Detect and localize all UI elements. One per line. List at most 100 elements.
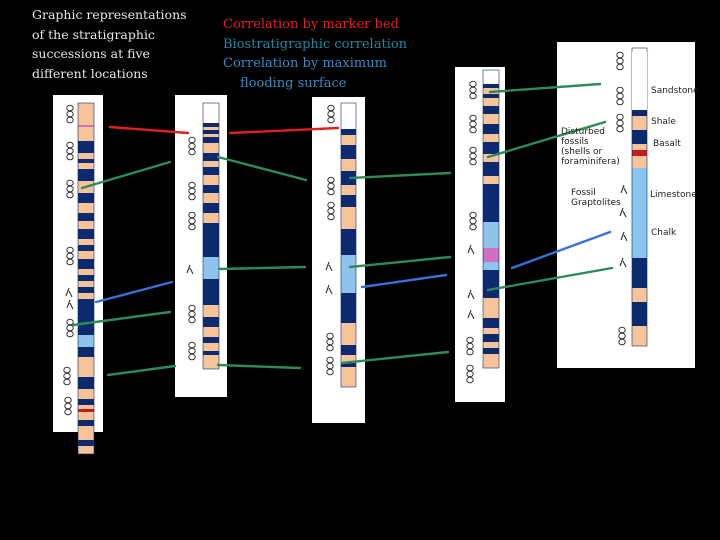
column-1-layer [78, 426, 94, 440]
column-1-layer [78, 399, 94, 405]
fossil-icon-c5-2 [617, 120, 623, 126]
column-2-layer [203, 351, 219, 355]
column-1-layer [78, 357, 94, 377]
key-label-disturbed-3: (shells or [561, 148, 602, 157]
fossil-icon-c3-2 [328, 208, 334, 214]
column-2-layer [203, 161, 219, 167]
biostrat-line-3 [350, 173, 450, 178]
column-5-layer [632, 326, 647, 346]
column-1-layer [78, 377, 94, 389]
column-2-layer [203, 153, 219, 161]
column-2-layer [203, 279, 219, 305]
fossil-icon-c3-3 [327, 339, 333, 345]
fossil-icon-c2-2 [189, 224, 195, 230]
column-4-layer [483, 262, 499, 270]
fossil-icon-c5-b [619, 339, 625, 345]
column-1-layer [78, 213, 94, 221]
column-1-layer [78, 412, 94, 420]
fossil-icon-c2-4 [189, 342, 195, 348]
column-3-layer [341, 103, 356, 129]
column-5-layer [632, 288, 647, 302]
mfs-line-3 [512, 232, 610, 268]
fossil-icon-c4-5 [467, 365, 473, 371]
fossil-icon-c3-4 [327, 369, 333, 375]
fossil-icon-c2-0 [189, 149, 195, 155]
fossil-icon-c2-2 [189, 212, 195, 218]
mfs-line-1 [96, 282, 172, 302]
marker-bed-line-1 [110, 127, 188, 133]
key-label-basalt: Basalt [653, 140, 681, 149]
fossil-icon-c4-0 [470, 87, 476, 93]
column-1-layer [78, 221, 94, 229]
column-2-layer [203, 185, 219, 193]
fossil-icon-c1-3 [67, 247, 73, 253]
fossil-icon-c2-2 [189, 218, 195, 224]
key-label-shale: Shale [651, 118, 676, 127]
biostrat-line-6 [219, 267, 305, 269]
column-3-layer [341, 255, 356, 293]
fossil-icon-c2-3 [189, 305, 195, 311]
column-2-layer [203, 355, 219, 369]
column-4-layer [483, 134, 499, 142]
fossil-icon-c2-4 [189, 348, 195, 354]
column-1-layer [78, 335, 94, 347]
biostrat-line-2 [218, 157, 306, 180]
key-swatches [632, 52, 647, 110]
biostrat-line-1 [82, 162, 170, 188]
fossil-icon-c4-3 [470, 218, 476, 224]
fossil-icon-c5-1 [617, 87, 623, 93]
column-4-layer [483, 270, 499, 298]
fossil-icon-c1-1 [67, 142, 73, 148]
column-1-layer [78, 125, 94, 127]
graptolite-icon-c2-0 [187, 265, 193, 274]
column-2-layer [203, 223, 219, 257]
fossil-icon-c4-3 [470, 224, 476, 230]
fossil-icon-c5-1 [617, 93, 623, 99]
column-3-layer [341, 323, 356, 345]
fossil-icon-c3-1 [328, 189, 334, 195]
column-3-layer [341, 129, 356, 135]
fossil-icon-c2-0 [189, 137, 195, 143]
fossil-icon-c2-1 [189, 194, 195, 200]
column-1-layer [78, 169, 94, 181]
mfs-line-2 [362, 275, 446, 287]
key-label-sandstone: Sandstone [651, 87, 699, 96]
column-3-layer [341, 293, 356, 323]
column-3-layer [341, 367, 356, 387]
biostrat-line-4 [490, 84, 600, 92]
column-2-layer [203, 127, 219, 130]
fossil-icon-c4-4 [467, 337, 473, 343]
fossil-icon-c1-2 [67, 192, 73, 198]
fossil-icon-c1-0 [67, 111, 73, 117]
fossil-icon-c3-0 [328, 105, 334, 111]
graptolite-icon-c3-1 [326, 285, 332, 294]
graptolite-icon-c4-0 [468, 245, 474, 254]
key-label-limestone: Limestone [650, 191, 697, 200]
column-1-layer [78, 405, 94, 409]
fossil-icon-c1-2 [67, 180, 73, 186]
column-4-layer [483, 348, 499, 354]
column-1-layer [78, 389, 94, 399]
fossil-icon-c1b-0 [64, 373, 70, 379]
fossil-icon-c1b-1 [65, 403, 71, 409]
column-3-layer [341, 145, 356, 159]
column-2-layer [203, 123, 219, 127]
column-1-layer [78, 251, 94, 259]
fossil-icon-c3-0 [328, 111, 334, 117]
fossil-icon-c3-4 [327, 357, 333, 363]
fossil-icon-c4-0 [470, 81, 476, 87]
column-3-layer [341, 207, 356, 229]
column-2-layer [203, 213, 219, 223]
column-4-layer [483, 98, 499, 106]
column-4-layer [483, 114, 499, 124]
column-1-layer [78, 281, 94, 287]
column-4-layer [483, 248, 499, 262]
column-4-layer [483, 84, 499, 88]
graptolite-icon-c5-1 [620, 208, 626, 217]
column-3-layer [341, 229, 356, 255]
fossil-icon-c4-2 [470, 147, 476, 153]
column-4-layer [483, 222, 499, 248]
fossil-icon-c5-0 [617, 64, 623, 70]
column-1-layer [78, 103, 94, 125]
